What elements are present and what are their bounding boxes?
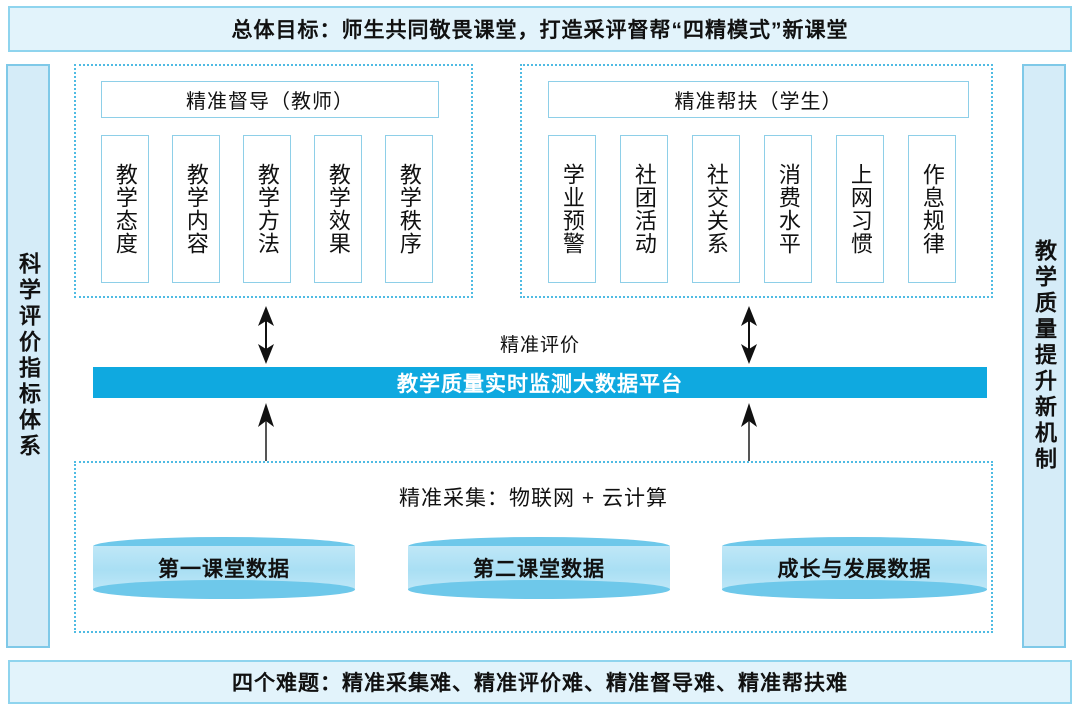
four-challenges-banner: 四个难题：精准采集难、精准评价难、精准督导难、精准帮扶难 xyxy=(8,660,1072,704)
cylinder-bottom-ellipse xyxy=(722,580,987,599)
bigdata-platform-bar[interactable]: 教学质量实时监测大数据平台 xyxy=(93,367,987,398)
teacher-item-4-label: 教学秩序 xyxy=(396,163,422,255)
right-rail-quality-improvement-mechanism: 教学质量提升新机制 xyxy=(1022,64,1066,648)
student-item-5-label: 作息规律 xyxy=(919,163,945,255)
up-arrow-left-icon xyxy=(258,403,274,463)
precise-evaluation-label: 精准评价 xyxy=(499,335,580,356)
datastore-2[interactable]: 成长与发展数据 xyxy=(722,537,987,599)
student-item-3-label: 消费水平 xyxy=(775,163,801,255)
student-panel-header: 精准帮扶（学生） xyxy=(548,81,969,118)
student-item-4[interactable]: 上网习惯 xyxy=(836,135,884,283)
student-item-2[interactable]: 社交关系 xyxy=(692,135,740,283)
overall-goal-text: 总体目标：师生共同敬畏课堂，打造采评督帮“四精模式”新课堂 xyxy=(231,19,849,42)
up-arrow-right-icon xyxy=(741,403,757,463)
student-item-0-label: 学业预警 xyxy=(559,163,585,255)
student-item-2-label: 社交关系 xyxy=(703,163,729,255)
double-arrow-student-icon xyxy=(741,306,757,364)
bigdata-platform-label: 教学质量实时监测大数据平台 xyxy=(397,372,683,396)
teacher-item-3[interactable]: 教学效果 xyxy=(314,135,362,283)
overall-goal-banner: 总体目标：师生共同敬畏课堂，打造采评督帮“四精模式”新课堂 xyxy=(8,6,1072,52)
left-rail-label: 科学评价指标体系 xyxy=(16,252,41,460)
four-challenges-text: 四个难题：精准采集难、精准评价难、精准督导难、精准帮扶难 xyxy=(232,672,848,695)
teacher-item-0[interactable]: 教学态度 xyxy=(101,135,149,283)
student-item-5[interactable]: 作息规律 xyxy=(908,135,956,283)
student-item-1-label: 社团活动 xyxy=(631,163,657,255)
student-item-0[interactable]: 学业预警 xyxy=(548,135,596,283)
student-panel-header-label: 精准帮扶（学生） xyxy=(674,91,843,113)
data-collection-label: 精准采集：物联网 + 云计算 xyxy=(399,487,668,510)
student-item-3[interactable]: 消费水平 xyxy=(764,135,812,283)
teacher-item-3-label: 教学效果 xyxy=(325,163,351,255)
datastore-0-label: 第一课堂数据 xyxy=(158,558,290,581)
datastore-0[interactable]: 第一课堂数据 xyxy=(93,537,355,599)
cylinder-bottom-ellipse xyxy=(408,580,670,599)
teacher-item-1[interactable]: 教学内容 xyxy=(172,135,220,283)
left-rail-evaluation-index-system: 科学评价指标体系 xyxy=(6,64,50,648)
teacher-item-2[interactable]: 教学方法 xyxy=(243,135,291,283)
student-item-1[interactable]: 社团活动 xyxy=(620,135,668,283)
teacher-item-4[interactable]: 教学秩序 xyxy=(385,135,433,283)
datastore-2-label: 成长与发展数据 xyxy=(777,558,932,581)
student-item-4-label: 上网习惯 xyxy=(847,163,873,255)
datastore-1[interactable]: 第二课堂数据 xyxy=(408,537,670,599)
teacher-item-0-label: 教学态度 xyxy=(112,163,138,255)
double-arrow-teacher-icon xyxy=(258,306,274,364)
datastore-1-label: 第二课堂数据 xyxy=(473,558,605,581)
teacher-panel-header: 精准督导（教师） xyxy=(101,81,439,118)
cylinder-bottom-ellipse xyxy=(93,580,355,599)
teacher-item-2-label: 教学方法 xyxy=(254,163,280,255)
teacher-item-1-label: 教学内容 xyxy=(183,163,209,255)
teacher-panel-header-label: 精准督导（教师） xyxy=(186,91,354,113)
right-rail-label: 教学质量提升新机制 xyxy=(1032,239,1057,473)
